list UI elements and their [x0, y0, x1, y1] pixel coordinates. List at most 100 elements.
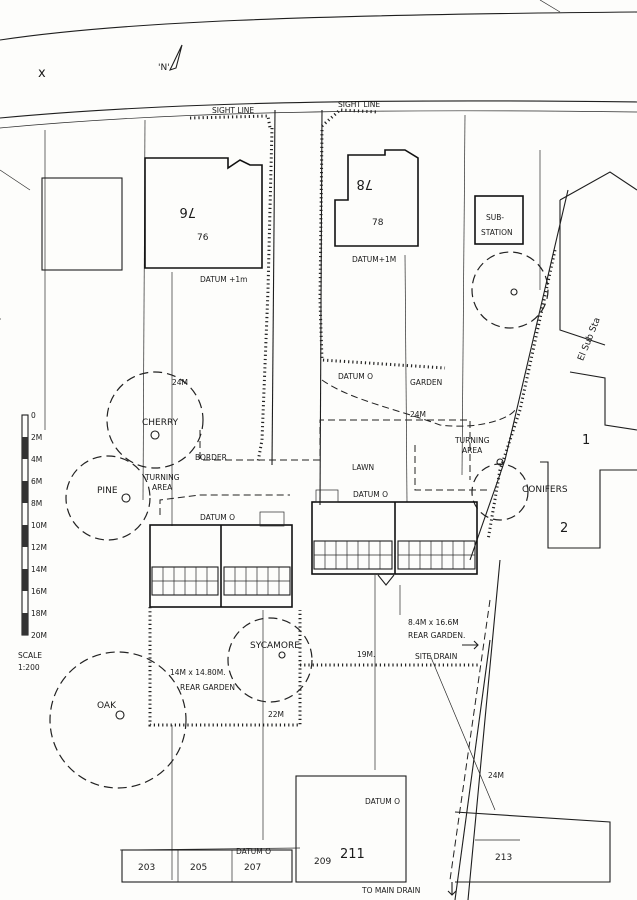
x-mark: x — [38, 66, 46, 81]
scale-ratio: 1:200 — [18, 663, 40, 672]
proposed-houses-west — [149, 511, 293, 608]
plot-205-label: 205 — [190, 863, 207, 873]
turning-area-left-dashed — [159, 494, 290, 515]
scale-bar: 0 2M 4M 6M 8M 10M 12M 14M 16M 18M 20M SC… — [18, 411, 47, 672]
sycamore-trunk-icon — [278, 651, 286, 659]
conifers-canopy — [471, 463, 529, 521]
drain-line-b — [467, 559, 501, 900]
cherry-label: CHERRY — [142, 418, 179, 428]
oak-tree-canopy — [49, 651, 187, 789]
pine-label: PINE — [97, 486, 118, 496]
turning-area-left-2: AREA — [152, 483, 173, 492]
east-boundary-line — [469, 189, 569, 561]
rear-garden-right-line1: 8.4M x 16.6M — [408, 618, 459, 627]
house-78-mirror-number: 78 — [356, 176, 373, 191]
site-drain-label: SITE DRAIN — [415, 652, 457, 661]
sycamore-label: SYCAMORE — [250, 641, 300, 651]
dim-24-bottom-label: 24M — [488, 771, 504, 780]
sight-line-right-label: SIGHT LINE — [338, 100, 380, 109]
border-label: BORDER — [195, 453, 227, 462]
scale-tick-8: 8M — [31, 499, 42, 508]
dim-line-24-bottom — [429, 654, 496, 811]
north-marker-label: 'N' — [158, 63, 170, 73]
neighbour-building-west — [41, 177, 123, 271]
cherry-tree-canopy — [106, 371, 204, 469]
rear-garden-left-line2: REAR GARDEN — [180, 683, 235, 692]
plot-213-building — [454, 811, 611, 883]
plot-211-building — [295, 775, 407, 883]
substation-box — [474, 195, 524, 245]
scale-tick-18: 18M — [31, 609, 47, 618]
to-main-drain-label: TO MAIN DRAIN — [361, 886, 420, 895]
unit-2-outline — [540, 461, 637, 549]
plot-203-label: 203 — [138, 863, 155, 873]
scale-tick-0: 0 — [31, 411, 36, 420]
turning-area-right-1: TURNING — [454, 436, 490, 445]
scale-tick-14: 14M — [31, 565, 47, 574]
plot-209-label: 209 — [314, 857, 331, 867]
dim-24-left-label: 24M — [172, 378, 188, 387]
scale-tick-4: 4M — [31, 455, 42, 464]
turning-area-left-1: TURNING — [144, 473, 180, 482]
lawn-dashed — [414, 445, 490, 491]
east-building-outline — [559, 200, 606, 346]
house-76: 76 76 DATUM +1m — [144, 157, 263, 284]
scale-tick-2: 2M — [31, 433, 42, 442]
garden-path-dashed — [321, 379, 516, 427]
sycamore-tree-canopy — [227, 617, 313, 703]
north-arrow-icon — [168, 44, 183, 71]
plots-203-207 — [121, 849, 293, 883]
sight-line-left — [189, 114, 272, 129]
dim-22-label: 22M — [268, 710, 284, 719]
plot-213-label: 213 — [495, 853, 512, 863]
substation-tree-canopy — [471, 251, 549, 329]
oak-label: OAK — [97, 701, 117, 711]
scale-tick-20: 20M — [31, 631, 47, 640]
substation-label-1: SUB- — [486, 213, 504, 222]
datum-0-bottom: DATUM O — [365, 797, 400, 806]
drain-arrow-icon — [462, 640, 479, 650]
scale-tick-16: 16M — [31, 587, 47, 596]
scale-tick-10: 10M — [31, 521, 47, 530]
rear-garden-west-boundary — [148, 607, 302, 727]
house-76-mirror-number: 76 — [179, 204, 196, 219]
cherry-trunk-icon — [150, 430, 160, 440]
house-78-number: 78 — [372, 218, 384, 228]
unit-1-outline — [569, 371, 637, 431]
dim-24-right-label: 24M — [410, 410, 426, 419]
conifers-label: CONIFERS — [522, 485, 568, 495]
scale-tick-6: 6M — [31, 477, 42, 486]
scale-tick-12: 12M — [31, 543, 47, 552]
road — [0, 0, 637, 129]
rear-garden-right-line2: REAR GARDEN. — [408, 631, 465, 640]
scale-label: SCALE — [18, 651, 42, 660]
main-drain-arrow-icon — [447, 882, 457, 896]
sight-line-left-label: SIGHT LINE — [212, 106, 254, 115]
el-sub-sta-label: El Sub Sta — [576, 316, 602, 362]
unit-1-number: 1 — [582, 433, 590, 448]
hedge-west — [256, 127, 274, 463]
conifer-trunk-icon — [496, 458, 504, 466]
east-building-roof — [559, 171, 637, 201]
rear-garden-left-line1: 14M x 14.80M. — [170, 668, 226, 677]
pine-tree-canopy — [65, 455, 151, 541]
house-76-outline — [144, 157, 263, 269]
pine-trunk-icon — [121, 493, 131, 503]
site-drain-dashed — [449, 599, 491, 881]
oak-trunk-icon — [115, 710, 125, 720]
plot-211-label: 211 — [340, 847, 365, 862]
pavement-line — [0, 110, 637, 129]
substation-label-2: STATION — [481, 228, 513, 237]
road-edge-south — [0, 100, 637, 119]
turning-area-right-2: AREA — [462, 446, 483, 455]
house-78-outline — [334, 149, 419, 247]
substation-tree-trunk-icon — [510, 288, 518, 296]
dim-19-label: 19M. — [357, 650, 375, 659]
plot-207-label: 207 — [244, 863, 261, 873]
proposed-houses-east — [311, 489, 478, 586]
house-78-datum: DATUM+1M — [352, 255, 396, 264]
border-dashed — [199, 419, 471, 480]
access-road-west-edge — [271, 109, 276, 466]
